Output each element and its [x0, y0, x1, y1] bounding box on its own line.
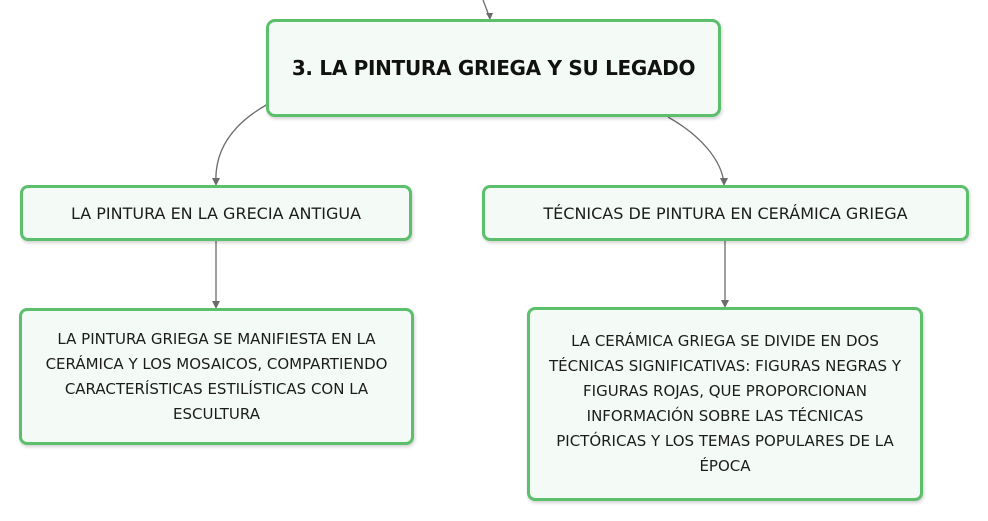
detail-label-tecnicas-ceramica: LA CERÁMICA GRIEGA SE DIVIDE EN DOS TÉCN…: [549, 332, 901, 475]
branch-node-pintura-grecia-antigua[interactable]: LA PINTURA EN LA GRECIA ANTIGUA: [20, 185, 412, 241]
branch-label-pintura-grecia-antigua: LA PINTURA EN LA GRECIA ANTIGUA: [70, 203, 362, 223]
branch-label-tecnicas-ceramica: TÉCNICAS DE PINTURA EN CERÁMICA GRIEGA: [543, 203, 908, 223]
arrowhead-root: [486, 13, 493, 20]
arrowhead-right-branch: [720, 178, 728, 186]
connector-root-to-right-branch: [667, 116, 725, 185]
detail-node-pintura-grecia-antigua[interactable]: LA PINTURA GRIEGA SE MANIFIESTA EN LA CE…: [19, 308, 414, 445]
arrowhead-left-detail: [212, 301, 220, 309]
detail-node-tecnicas-ceramica[interactable]: LA CERÁMICA GRIEGA SE DIVIDE EN DOS TÉCN…: [527, 307, 923, 501]
root-topic-node[interactable]: 3. LA PINTURA GRIEGA Y SU LEGADO: [266, 19, 721, 117]
arrowhead-left-branch: [212, 178, 220, 186]
root-topic-label: 3. LA PINTURA GRIEGA Y SU LEGADO: [291, 56, 696, 80]
detail-label-pintura-grecia-antigua: LA PINTURA GRIEGA SE MANIFIESTA EN LA CE…: [45, 329, 388, 423]
connector-root-to-left-branch: [215, 103, 269, 185]
branch-node-tecnicas-ceramica[interactable]: TÉCNICAS DE PINTURA EN CERÁMICA GRIEGA: [482, 185, 969, 241]
arrowhead-right-detail: [721, 300, 729, 308]
